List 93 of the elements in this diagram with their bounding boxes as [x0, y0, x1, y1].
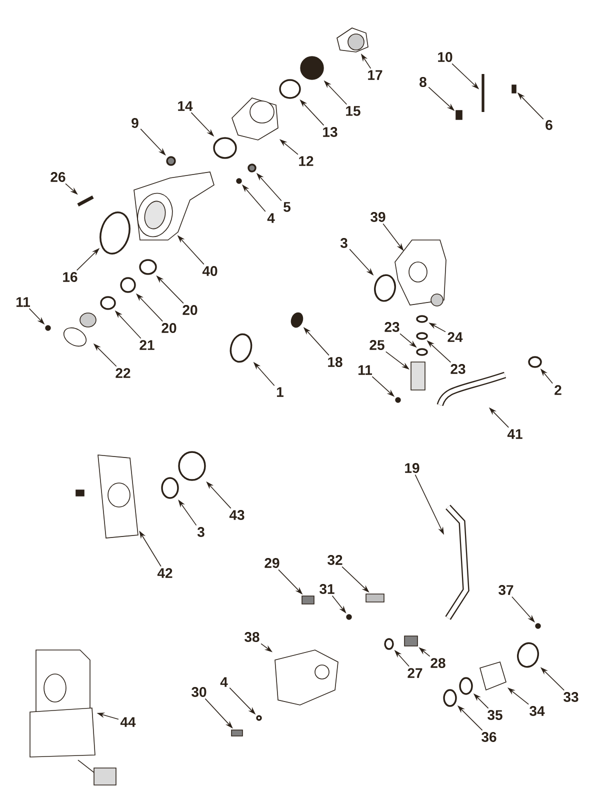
sensor: [366, 594, 384, 602]
callout-number: 13: [323, 127, 338, 137]
o-ring: [416, 348, 428, 356]
callout-number: 44: [120, 717, 136, 727]
callout-number: 5: [284, 202, 290, 212]
cap-drawing: [336, 28, 368, 52]
o-ring: [416, 315, 428, 323]
callout-number: 11: [16, 297, 30, 307]
filter-disc: [300, 56, 324, 80]
callout-number: 32: [328, 555, 342, 565]
callout-number: 24: [448, 332, 463, 342]
bolt: [231, 730, 243, 736]
bolt: [482, 74, 484, 112]
pin: [77, 196, 94, 206]
callout-number: 27: [408, 668, 422, 678]
o-ring: [139, 259, 157, 275]
callout-number: 22: [116, 368, 130, 378]
callout-number: 38: [244, 632, 260, 642]
callout-number: 21: [140, 340, 154, 350]
screw: [512, 84, 516, 94]
callout-number: 26: [50, 172, 66, 182]
o-ring: [100, 296, 116, 310]
valve: [410, 362, 426, 390]
callout-number: 28: [430, 658, 446, 668]
callout-number: 4: [267, 213, 275, 223]
fitting: [302, 596, 314, 604]
o-ring: [230, 333, 252, 363]
callout-number: 31: [320, 584, 334, 594]
nut: [166, 156, 176, 166]
o-ring: [178, 451, 206, 481]
callout-number: 6: [546, 120, 552, 130]
screw: [395, 397, 401, 403]
fitting-drawing: [63, 312, 96, 347]
plate-drawing: [98, 454, 138, 538]
seal: [290, 312, 304, 328]
callout-number: 43: [229, 510, 244, 520]
callout-number: 8: [420, 77, 426, 87]
housing-drawing: [232, 98, 278, 140]
callout-number: 37: [498, 585, 514, 595]
callout-number: 14: [178, 101, 193, 111]
screw: [45, 325, 51, 331]
callout-number: 20: [162, 323, 176, 333]
fitting: [404, 636, 418, 646]
callout-number: 20: [182, 305, 198, 315]
housing-drawing: [274, 650, 338, 706]
callout-number: 3: [197, 527, 204, 537]
callout-number: 11: [358, 365, 372, 375]
callout-number: 3: [340, 238, 348, 248]
housing-drawing: [134, 172, 214, 240]
flange: [517, 642, 540, 668]
o-ring: [416, 332, 428, 340]
callout-number: 9: [132, 118, 138, 128]
callout-number: 39: [370, 212, 386, 222]
callout-number: 34: [530, 706, 545, 716]
callout-number: 15: [346, 106, 360, 116]
o-ring: [384, 638, 394, 650]
o-ring: [213, 137, 237, 159]
callout-number: 36: [482, 732, 496, 742]
callout-number: 19: [405, 463, 420, 473]
callout-number: 4: [220, 677, 228, 687]
o-ring: [120, 277, 136, 293]
callout-number: 23: [384, 322, 400, 332]
callout-number: 29: [264, 558, 280, 568]
callout-number: 10: [438, 52, 452, 62]
actuator-drawing: [30, 650, 116, 786]
callout-number: 30: [192, 687, 206, 697]
plug: [248, 164, 256, 172]
o-ring: [459, 677, 473, 695]
callout-number: 18: [328, 357, 342, 367]
o-ring: [374, 274, 396, 302]
o-ring: [443, 689, 457, 707]
callout-number: 23: [450, 364, 466, 374]
callout-number: 35: [488, 710, 502, 720]
washer: [236, 178, 242, 184]
bolt: [456, 110, 462, 120]
callout-number: 2: [554, 385, 562, 395]
washer: [346, 614, 352, 620]
callout-number: 12: [299, 156, 314, 166]
o-ring: [279, 79, 301, 99]
elbow-fitting: [528, 356, 542, 368]
screw: [535, 623, 541, 629]
tube-drawing: [445, 504, 470, 620]
washer: [256, 715, 262, 721]
o-ring: [100, 212, 130, 254]
o-ring: [161, 477, 179, 499]
callout-number: 17: [368, 70, 382, 80]
callout-number: 16: [63, 272, 78, 282]
callout-number: 33: [564, 692, 578, 702]
callout-number: 41: [507, 429, 522, 439]
callout-number: 40: [202, 266, 218, 276]
callout-number: 25: [370, 340, 384, 350]
callout-number: 1: [277, 387, 284, 397]
callout-number: 42: [157, 568, 172, 578]
